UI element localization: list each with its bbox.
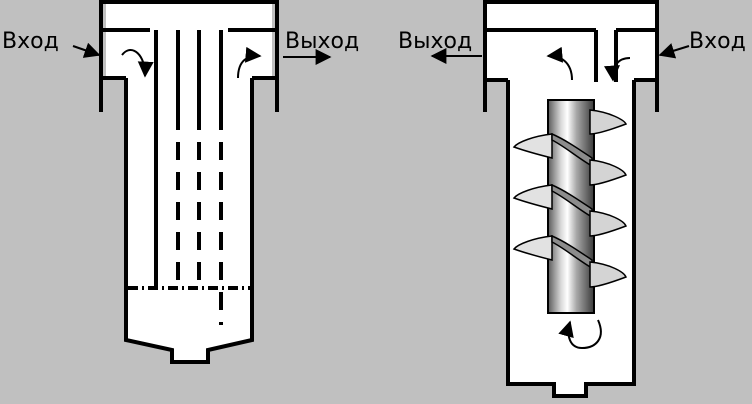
right-inflow-curve-arrow <box>604 57 631 82</box>
right-outlet-label: Выход <box>398 29 472 54</box>
left-inlet-arrow <box>72 42 101 58</box>
right-inlet-label: Вход <box>689 29 746 54</box>
left-filter: Вход Выход <box>2 0 359 364</box>
right-inlet-arrow <box>658 43 690 59</box>
left-filter-housing <box>106 2 272 362</box>
left-outflow-curve-arrow <box>237 46 262 79</box>
right-bottom-swirl-arrow <box>558 319 602 350</box>
right-outflow-curve-arrow <box>546 46 573 81</box>
left-outlet-label: Выход <box>285 29 359 54</box>
left-inlet-label: Вход <box>2 29 59 54</box>
right-filter: Выход Вход <box>398 0 746 398</box>
left-filter-plates <box>128 30 252 325</box>
left-inflow-curve-arrow <box>121 48 154 78</box>
right-filter-helix <box>512 109 628 288</box>
